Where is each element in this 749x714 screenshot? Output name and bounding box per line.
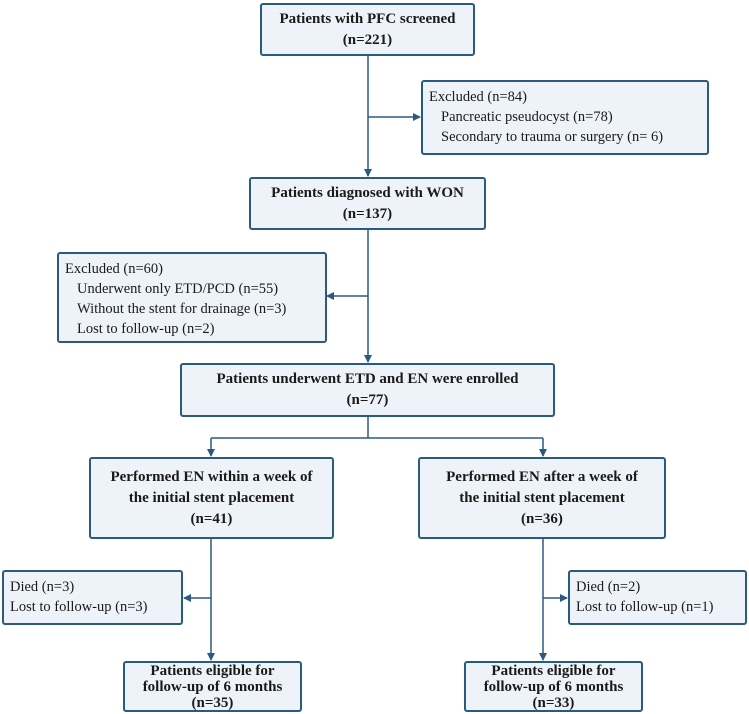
screened-title: Patients with PFC screened	[279, 10, 456, 27]
won-count: (n=137)	[342, 205, 393, 222]
eligible-left-line: follow-up of 6 months	[142, 678, 283, 695]
early-line: the initial stent placement	[128, 489, 295, 506]
early-line: Performed EN within a week of	[110, 468, 313, 485]
won-title: Patients diagnosed with WON	[271, 184, 464, 201]
died-right-line: Died (n=2)	[576, 579, 641, 595]
box-died-right: Died (n=2) Lost to follow-up (n=1)	[568, 570, 747, 625]
screened-count: (n=221)	[342, 31, 393, 48]
excluded2-item: Underwent only ETD/PCD (n=55)	[77, 281, 279, 297]
box-excluded-1: Excluded (n=84) Pancreatic pseudocyst (n…	[421, 80, 709, 155]
died-left-line: Died (n=3)	[10, 579, 75, 595]
excluded1-title: Excluded (n=84)	[429, 89, 527, 105]
excluded2-title: Excluded (n=60)	[65, 261, 163, 277]
eligible-right-line: Patients eligible for	[491, 662, 616, 679]
died-left-line: Lost to follow-up (n=3)	[10, 599, 148, 615]
box-won: Patients diagnosed with WON (n=137)	[249, 177, 486, 230]
late-count: (n=36)	[521, 510, 563, 527]
died-right-line: Lost to follow-up (n=1)	[576, 599, 714, 615]
box-excluded-2: Excluded (n=60) Underwent only ETD/PCD (…	[57, 252, 327, 343]
enrolled-title: Patients underwent ETD and EN were enrol…	[216, 371, 519, 387]
excluded2-item: Without the stent for drainage (n=3)	[77, 301, 287, 317]
eligible-left-count: (n=35)	[191, 694, 234, 711]
eligible-right-count: (n=33)	[532, 694, 575, 711]
eligible-right-line: follow-up of 6 months	[483, 678, 624, 695]
box-late-en: Performed EN after a week of the initial…	[418, 457, 666, 539]
box-enrolled: Patients underwent ETD and EN were enrol…	[180, 363, 555, 417]
early-count: (n=41)	[190, 510, 233, 527]
eligible-left-line: Patients eligible for	[150, 662, 275, 679]
excluded2-item: Lost to follow-up (n=2)	[77, 321, 215, 337]
late-line: the initial stent placement	[459, 489, 625, 506]
box-screened: Patients with PFC screened (n=221)	[260, 3, 475, 56]
excluded1-item: Secondary to trauma or surgery (n= 6)	[441, 129, 664, 145]
box-eligible-right: Patients eligible for follow-up of 6 mon…	[464, 661, 643, 712]
box-eligible-left: Patients eligible for follow-up of 6 mon…	[123, 661, 302, 712]
late-line: Performed EN after a week of	[446, 468, 638, 485]
enrolled-count: (n=77)	[346, 392, 389, 408]
box-early-en: Performed EN within a week of the initia…	[89, 457, 334, 539]
excluded1-item: Pancreatic pseudocyst (n=78)	[441, 109, 613, 125]
box-died-left: Died (n=3) Lost to follow-up (n=3)	[2, 570, 183, 625]
